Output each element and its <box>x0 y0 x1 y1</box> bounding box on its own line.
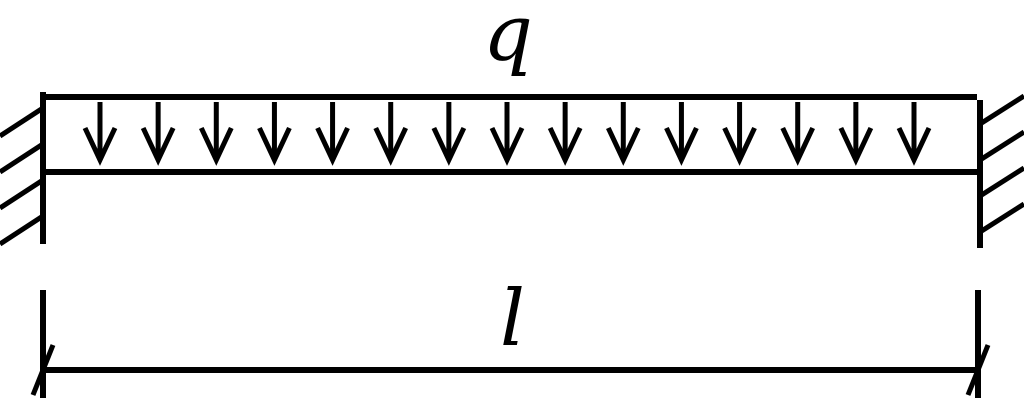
load-arrow <box>315 102 350 166</box>
load-arrow <box>664 102 699 166</box>
left-fixed-support <box>0 92 46 247</box>
load-arrow <box>606 102 641 166</box>
load-arrow <box>838 102 874 166</box>
span-label-l: l <box>500 274 525 364</box>
distributed-load <box>40 94 977 166</box>
load-arrow <box>199 102 234 166</box>
load-arrow <box>547 102 583 166</box>
load-arrow <box>780 102 815 166</box>
load-arrow <box>722 102 757 166</box>
right-fixed-support <box>977 93 1024 248</box>
load-arrow <box>257 102 292 166</box>
span-dimension: l <box>30 274 991 398</box>
dimension-left-tick <box>30 344 56 396</box>
load-arrows <box>82 102 932 166</box>
load-arrow <box>431 102 467 166</box>
load-arrow <box>82 102 118 166</box>
load-arrow <box>896 102 932 166</box>
load-label-q: q <box>483 0 533 79</box>
dimension-right-tick <box>965 344 991 396</box>
left-wall-hatching <box>0 105 45 247</box>
right-wall-hatching <box>978 93 1024 235</box>
load-arrow <box>373 102 408 166</box>
load-arrow <box>489 102 525 166</box>
load-arrow <box>140 102 176 166</box>
